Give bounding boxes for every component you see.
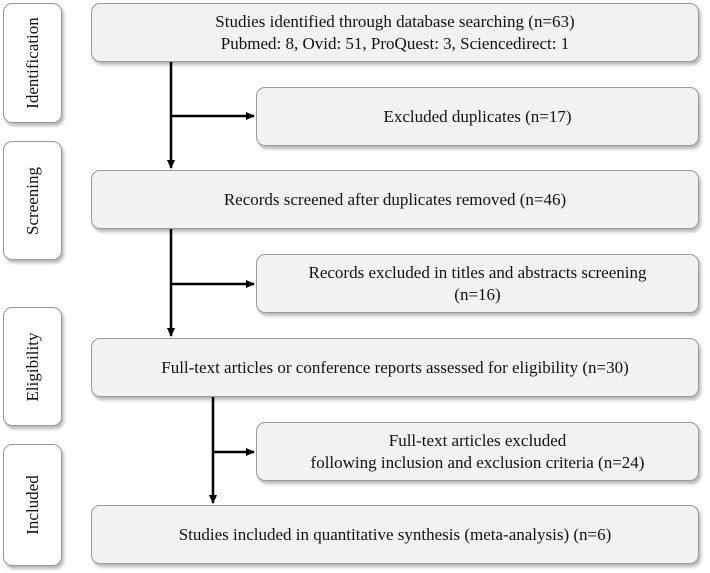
included-text: Studies included in quantitative synthes… [178, 524, 612, 544]
box-excluded-duplicates: Excluded duplicates (n=17) [256, 87, 699, 146]
fulltext-assessed-text: Full-text articles or conference reports… [161, 357, 629, 377]
box-excluded-titles: Records excluded in titles and abstracts… [256, 254, 699, 313]
box-screened: Records screened after duplicates remove… [91, 170, 699, 229]
stage-identification: Identification [3, 3, 62, 123]
stage-included: Included [3, 444, 62, 566]
box-identified: Studies identified through database sear… [91, 3, 699, 62]
excluded-titles-line1: Records excluded in titles and abstracts… [308, 262, 647, 282]
excluded-duplicates-text: Excluded duplicates (n=17) [383, 106, 572, 126]
box-fulltext-excluded: Full-text articles excluded following in… [256, 422, 699, 481]
identified-line1: Studies identified through database sear… [215, 11, 575, 31]
screened-text: Records screened after duplicates remove… [223, 189, 567, 209]
stage-eligibility: Eligibility [3, 307, 62, 426]
identified-line2: Pubmed: 8, Ovid: 51, ProQuest: 3, Scienc… [220, 33, 570, 53]
box-included: Studies included in quantitative synthes… [91, 505, 699, 564]
stage-screening: Screening [3, 141, 62, 260]
excluded-titles-line2: (n=16) [454, 284, 501, 304]
fulltext-excluded-line1: Full-text articles excluded [388, 430, 567, 450]
fulltext-excluded-line2: following inclusion and exclusion criter… [310, 452, 645, 472]
box-fulltext-assessed: Full-text articles or conference reports… [91, 338, 699, 397]
